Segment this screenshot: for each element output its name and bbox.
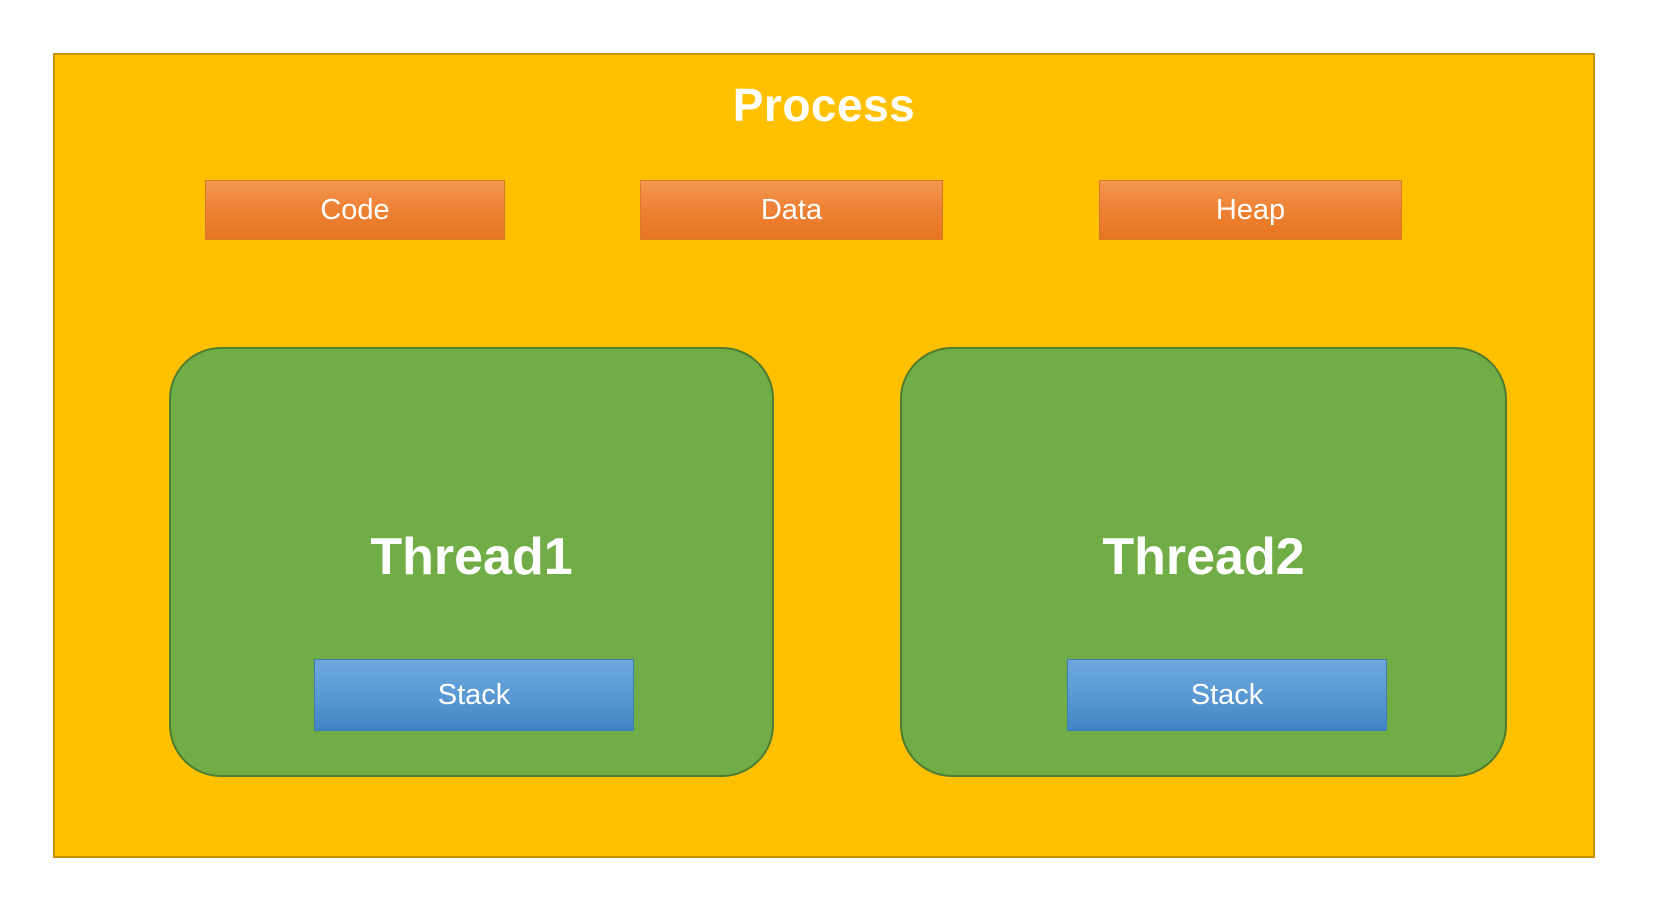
thread-2-label: Thread2 [1102,528,1305,586]
thread-2-stack-label: Stack [1190,678,1264,711]
process-title: Process [732,79,916,131]
thread-box-2: Thread2 Stack [900,347,1507,777]
memory-segment-code-label: Code [320,193,390,226]
thread-box-1: Thread1 Stack [169,347,774,777]
memory-segment-heap-label: Heap [1215,193,1286,226]
thread-2-stack: Stack [1067,659,1387,731]
process-container: Process Code Data Heap Thread1 Stack Thr… [53,53,1595,858]
memory-segment-data: Data [640,180,943,240]
memory-segment-code: Code [205,180,505,240]
thread-1-stack-label: Stack [437,678,511,711]
memory-segment-data-label: Data [760,193,823,226]
thread-1-stack: Stack [314,659,634,731]
thread-1-label: Thread1 [370,528,573,586]
memory-segment-heap: Heap [1099,180,1402,240]
